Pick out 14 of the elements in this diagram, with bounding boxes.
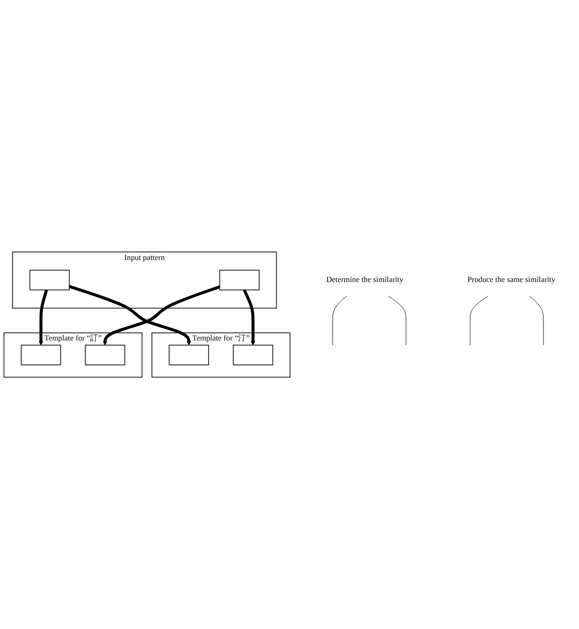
arrow: [38, 289, 48, 346]
node-box: [219, 270, 260, 290]
node-box: [168, 344, 209, 366]
arrow: [68, 284, 192, 346]
arrow: [102, 285, 220, 346]
node-box: [232, 344, 274, 366]
node-box: [84, 344, 126, 366]
connector: [388, 296, 406, 346]
node-box: [29, 270, 70, 290]
connector: [470, 296, 488, 346]
arrow: [242, 289, 256, 346]
connector: [529, 296, 544, 346]
node-box: [20, 344, 62, 366]
connector: [332, 296, 348, 346]
